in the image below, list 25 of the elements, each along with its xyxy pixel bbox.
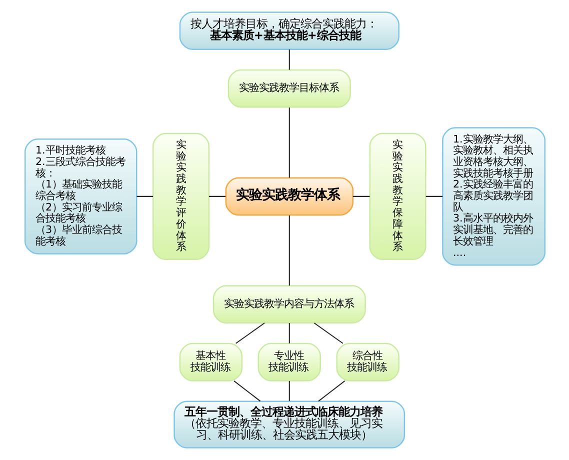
- node-box: 1.平时技能考核 2.三段式综合技能考核： （1）基础实验技能综合考核 （2）实习前专业综合技能考核 （3）毕业前综合技能考核: [24, 138, 137, 254]
- node-box: 实验实践教学评价体系: [152, 132, 209, 260]
- node-box: 实验实践教学内容与方法体系: [212, 285, 366, 324]
- connector: [318, 380, 345, 402]
- connector: [288, 215, 290, 286]
- node-box: 专业性技能训练: [257, 342, 320, 382]
- node-box: 1.实验教学大纲、实验教材、相关执业资格考核大纲、实践技能考核手册 2.实践经验丰富的高素质实践教学团队 3.高水平的校内外实训基地、完善的长效管理 ....: [442, 127, 545, 266]
- connector: [352, 196, 370, 197]
- node-box: 基本性技能训练: [178, 342, 242, 382]
- connector: [233, 380, 260, 402]
- node-box: 实验实践教学保障体系: [368, 132, 426, 260]
- connector: [288, 49, 290, 70]
- connector: [425, 196, 442, 197]
- connector: [235, 322, 264, 344]
- node-box: 实验实践教学体系: [224, 177, 353, 216]
- connector: [313, 322, 343, 344]
- connector: [208, 196, 226, 197]
- node-box: 按人才培养目标，确定综合实践能力： 基本素质+基本技能+综合技能: [178, 12, 399, 50]
- connector: [288, 108, 290, 178]
- node-box: 五年一贯制、全过程递进式临床能力培养 （依托实验教学、专业技能训练、见习实习、科研训练、社会实践五大模块）: [173, 400, 405, 448]
- connector: [288, 380, 290, 401]
- connector: [288, 323, 290, 344]
- node-box: 综合性技能训练: [336, 342, 399, 382]
- node-box: 实验实践教学目标体系: [227, 69, 350, 108]
- connector: [136, 196, 153, 197]
